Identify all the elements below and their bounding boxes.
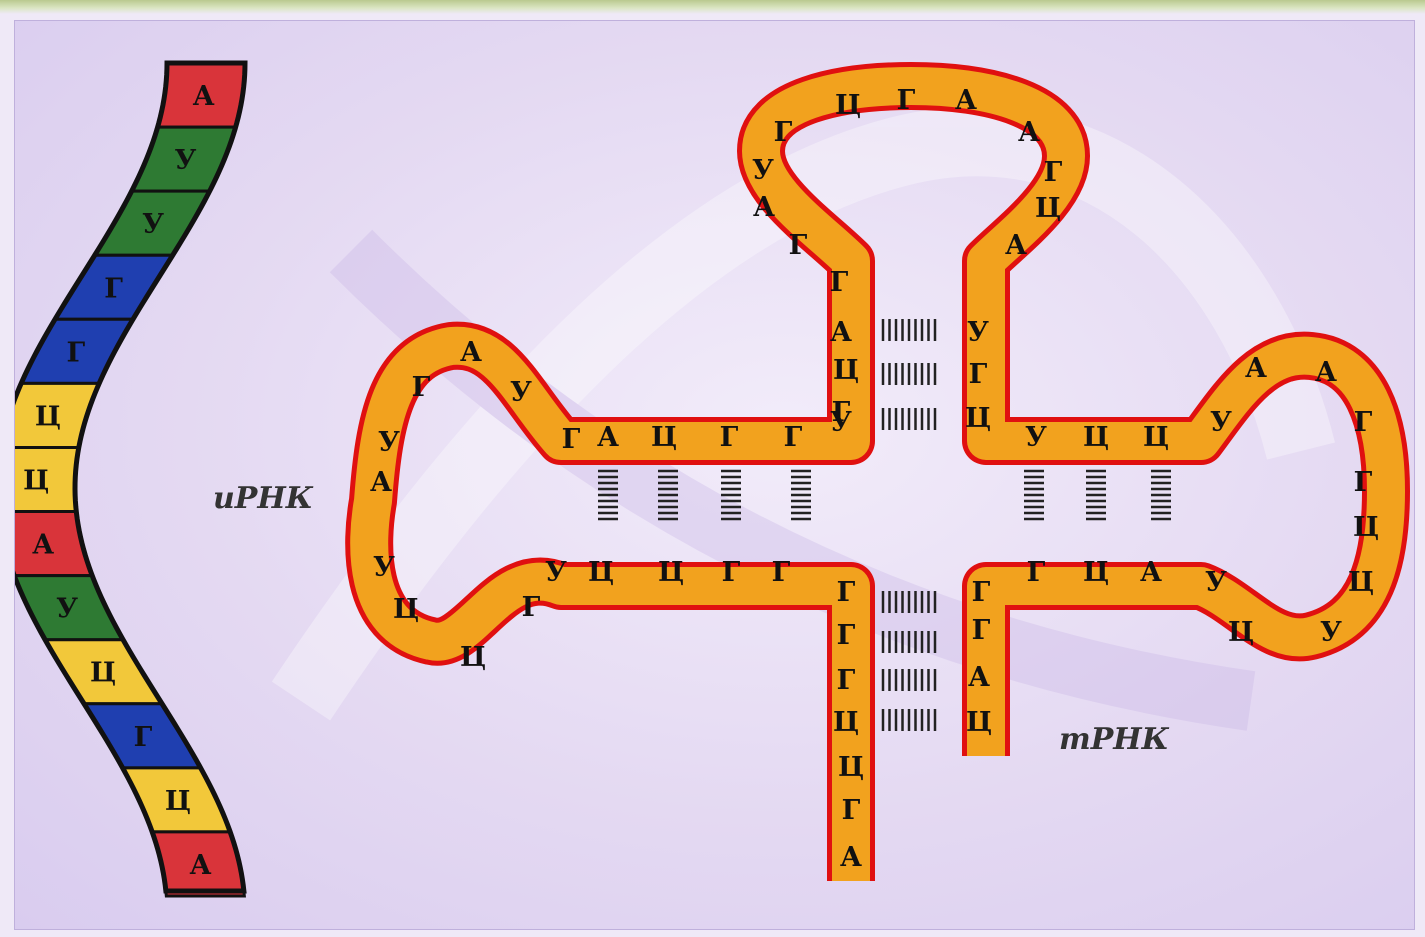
trna-base-label: А: [1140, 557, 1162, 588]
trna-base-label: У: [1210, 407, 1232, 438]
trna-base-label: А: [955, 85, 977, 116]
trna-base-label: Г: [837, 665, 856, 696]
mrna-base-label: Ц: [165, 786, 191, 817]
mrna-base-label: Ц: [23, 466, 49, 497]
trna-base-label: У: [1025, 422, 1047, 453]
trna-caption: тРНК: [1059, 722, 1170, 757]
trna-base-label: А: [1005, 230, 1027, 261]
trna-base-label: Г: [1044, 157, 1063, 188]
trna-base-label: Г: [842, 795, 861, 826]
trna-base-label: А: [840, 842, 862, 873]
trna-base-label: Ц: [1083, 557, 1109, 588]
trna-base-label: Ц: [1083, 422, 1109, 453]
trna-base-label: Г: [784, 422, 803, 453]
trna-base-label: А: [1245, 353, 1267, 384]
trna-base-label: Ц: [966, 707, 992, 738]
trna-base-label: Ц: [835, 90, 861, 121]
trna-base-label: У: [967, 317, 989, 348]
trna-base-label: Ц: [833, 707, 859, 738]
trna-base-label: А: [830, 317, 852, 348]
trna-base-label: У: [830, 407, 852, 438]
trna-base-label: У: [373, 552, 395, 583]
mrna-base-label: А: [189, 850, 211, 881]
trna-base-label: У: [510, 377, 532, 408]
trna-base-label: Ц: [965, 403, 991, 434]
mrna-base-label: Г: [66, 337, 85, 368]
trna-cloverleaf: [369, 86, 1386, 881]
trna-base-label: Г: [722, 557, 741, 588]
mrna-base-label: Ц: [35, 401, 61, 432]
trna-base-label: Г: [1027, 557, 1046, 588]
trna-base-label: Г: [720, 422, 739, 453]
trna-base-label: А: [370, 467, 392, 498]
trna-base-label: Г: [1354, 467, 1373, 498]
trna-base-label: А: [753, 192, 775, 223]
trna-base-label: Ц: [1228, 617, 1254, 648]
trna-base-label: Г: [969, 359, 988, 390]
trna-base-label: Ц: [1348, 567, 1374, 598]
trna-base-label: А: [1315, 357, 1337, 388]
trna-base-label: Г: [830, 267, 849, 298]
mrna-strand: А У У Г Г Ц Ц А У Ц Г Ц А: [15, 63, 245, 896]
trna-base-label: Ц: [833, 355, 859, 386]
trna-base-label: У: [378, 427, 400, 458]
trna-base-label: Ц: [1035, 193, 1061, 224]
mrna-base-label: А: [32, 530, 54, 561]
trna-base-label: А: [460, 337, 482, 368]
trna-base-label: Г: [972, 615, 991, 646]
trna-base-label: А: [1018, 117, 1040, 148]
trna-base-label: У: [752, 155, 774, 186]
trna-base-label: Ц: [393, 594, 419, 625]
trna-base-label: Г: [789, 230, 808, 261]
trna-base-label: Ц: [651, 422, 677, 453]
mrna-caption: иРНК: [213, 481, 314, 516]
trna-base-label: Г: [837, 577, 856, 608]
trna-base-label: Г: [774, 117, 793, 148]
trna-base-label: У: [1205, 567, 1227, 598]
trna-base-label: Ц: [588, 557, 614, 588]
trna-base-label: Г: [972, 577, 991, 608]
trna-base-label: Г: [897, 85, 916, 116]
trna-base-label: Г: [837, 620, 856, 651]
trna-base-label: У: [1320, 617, 1342, 648]
trna-base-label: Ц: [1353, 512, 1379, 543]
mrna-base-label: У: [142, 209, 164, 240]
mrna-base-label: У: [174, 145, 196, 176]
trna-base-label: Г: [412, 372, 431, 403]
trna-base-label: Г: [1354, 407, 1373, 438]
mrna-base-label: Ц: [90, 658, 116, 689]
trna-base-label: Ц: [658, 557, 684, 588]
trna-base-label: Ц: [1143, 422, 1169, 453]
mrna-base-label: Г: [134, 722, 153, 753]
trna-base-label: У: [545, 557, 567, 588]
mrna-base-label: У: [56, 594, 78, 625]
mrna-base-label: А: [193, 81, 215, 112]
trna-base-label: Г: [562, 424, 581, 455]
trna-base-label: Г: [772, 557, 791, 588]
trna-base-label: А: [968, 662, 990, 693]
trna-base-label: А: [597, 422, 619, 453]
mrna-base-label: Г: [104, 273, 123, 304]
trna-base-label: Г: [522, 592, 541, 623]
trna-base-label: Ц: [460, 642, 486, 673]
trna-base-label: Ц: [838, 752, 864, 783]
